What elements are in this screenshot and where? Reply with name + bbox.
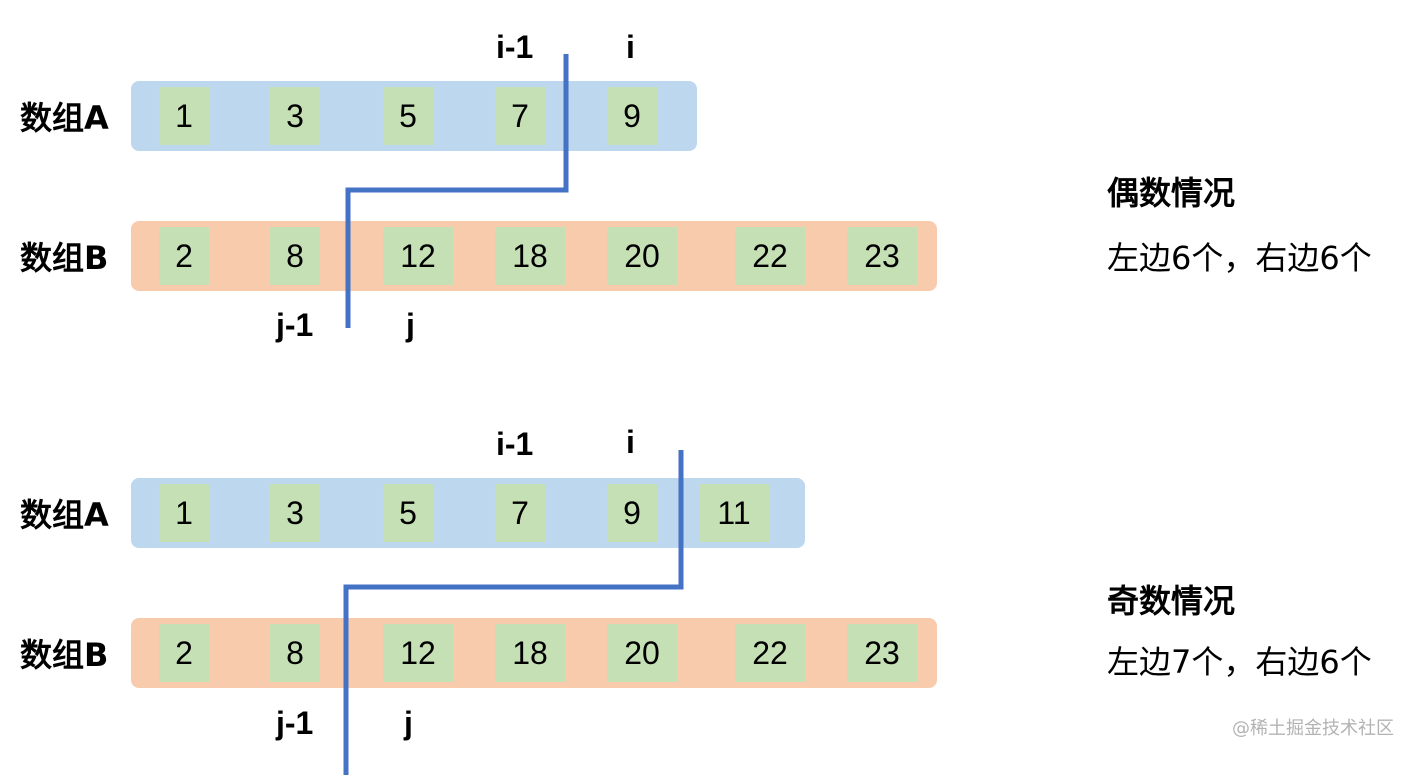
marker-j: j <box>406 307 415 343</box>
marker-j: j <box>404 705 413 741</box>
array-b-label: 数组B <box>20 636 109 674</box>
array-b-cell: 12 <box>383 227 453 285</box>
count-text: 左边7个，右边6个 <box>1107 643 1372 681</box>
array-b-cell: 12 <box>383 624 453 682</box>
array-b-cell: 23 <box>847 624 917 682</box>
array-a-cell: 11 <box>699 484 769 542</box>
partition-line <box>343 450 684 775</box>
array-b-cell: 20 <box>607 227 677 285</box>
odd-case-panel: i-1 i 数组A 1 3 5 7 9 11 数组B 2 8 12 18 20 … <box>0 397 1416 775</box>
even-case-panel: i-1 i 数组A 1 3 5 7 9 数组B 2 8 12 18 20 22 … <box>0 0 1416 378</box>
case-title: 偶数情况 <box>1107 174 1236 212</box>
array-b-cell: 22 <box>735 227 805 285</box>
partition-line-path <box>343 450 684 775</box>
array-b-label: 数组B <box>20 239 109 277</box>
partition-line-path <box>345 54 569 328</box>
array-a-label: 数组A <box>20 99 109 137</box>
case-title: 奇数情况 <box>1107 582 1236 620</box>
array-b-cell: 20 <box>607 624 677 682</box>
array-b-cell: 18 <box>495 227 565 285</box>
marker-j-minus-1: j-1 <box>276 705 314 741</box>
array-a-cell: 1 <box>159 87 209 145</box>
array-a-cell: 3 <box>270 484 320 542</box>
array-b-cell: 8 <box>270 624 320 682</box>
array-a-cell: 3 <box>270 87 320 145</box>
array-b-cell: 18 <box>495 624 565 682</box>
array-a-cell: 7 <box>495 484 545 542</box>
marker-i: i <box>626 424 635 460</box>
array-b-cell: 23 <box>847 227 917 285</box>
array-a-cell: 9 <box>607 87 657 145</box>
array-a-cell: 1 <box>159 484 209 542</box>
marker-i: i <box>626 29 635 65</box>
array-a-cell: 5 <box>383 484 433 542</box>
array-a-cell: 9 <box>607 484 657 542</box>
array-a-cell: 7 <box>495 87 545 145</box>
marker-i-minus-1: i-1 <box>496 426 534 462</box>
array-b-cell: 8 <box>270 227 320 285</box>
array-a-label: 数组A <box>20 496 109 534</box>
array-b-cell: 2 <box>159 227 209 285</box>
array-b-cell: 22 <box>735 624 805 682</box>
array-a-bar <box>131 478 805 548</box>
marker-i-minus-1: i-1 <box>496 29 534 65</box>
partition-line <box>345 54 569 328</box>
marker-j-minus-1: j-1 <box>276 307 314 343</box>
array-b-cell: 2 <box>159 624 209 682</box>
array-a-cell: 5 <box>383 87 433 145</box>
watermark: @稀土掘金技术社区 <box>1232 718 1394 739</box>
count-text: 左边6个，右边6个 <box>1107 239 1372 277</box>
